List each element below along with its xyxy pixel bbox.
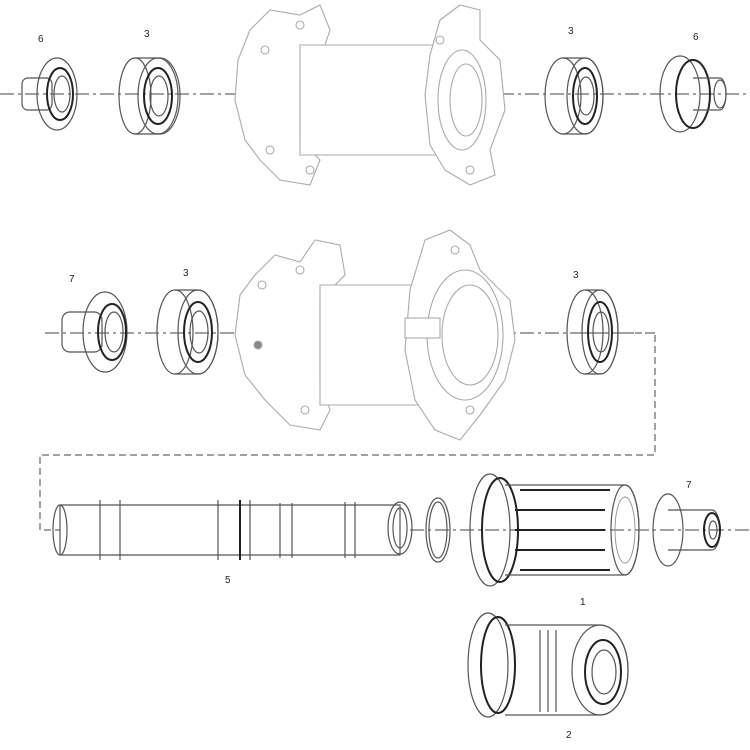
- front-right-end-cap: [659, 55, 727, 133]
- callout-2-freehub: 2: [566, 730, 572, 741]
- rear-left-end-cap: [61, 291, 128, 373]
- axle: [52, 500, 413, 560]
- freehub-body-1: [469, 473, 640, 587]
- callout-3-top-left: 3: [144, 29, 150, 40]
- rear-left-bearing: [156, 289, 219, 375]
- freehub-end-cap: [652, 493, 721, 567]
- callout-7-mid-left: 7: [69, 274, 75, 285]
- front-hub-shell: [234, 4, 506, 186]
- callout-1-freehub: 1: [580, 597, 586, 608]
- rear-right-bearing: [566, 289, 619, 375]
- spacer-ring: [425, 497, 451, 563]
- freehub-body-2: [467, 612, 629, 718]
- front-right-bearing: [544, 57, 604, 135]
- front-left-bearing: [118, 57, 181, 135]
- front-left-end-cap: [21, 57, 78, 131]
- callout-6-top-left: 6: [38, 34, 44, 45]
- callout-3-mid-right: 3: [573, 270, 579, 281]
- callout-6-top-right: 6: [693, 32, 699, 43]
- rear-hub-shell: [234, 229, 516, 441]
- callout-7-freehub-cap: 7: [686, 480, 692, 491]
- callout-3-mid-left: 3: [183, 268, 189, 279]
- callout-5-axle: 5: [225, 575, 231, 586]
- callout-3-top-right: 3: [568, 26, 574, 37]
